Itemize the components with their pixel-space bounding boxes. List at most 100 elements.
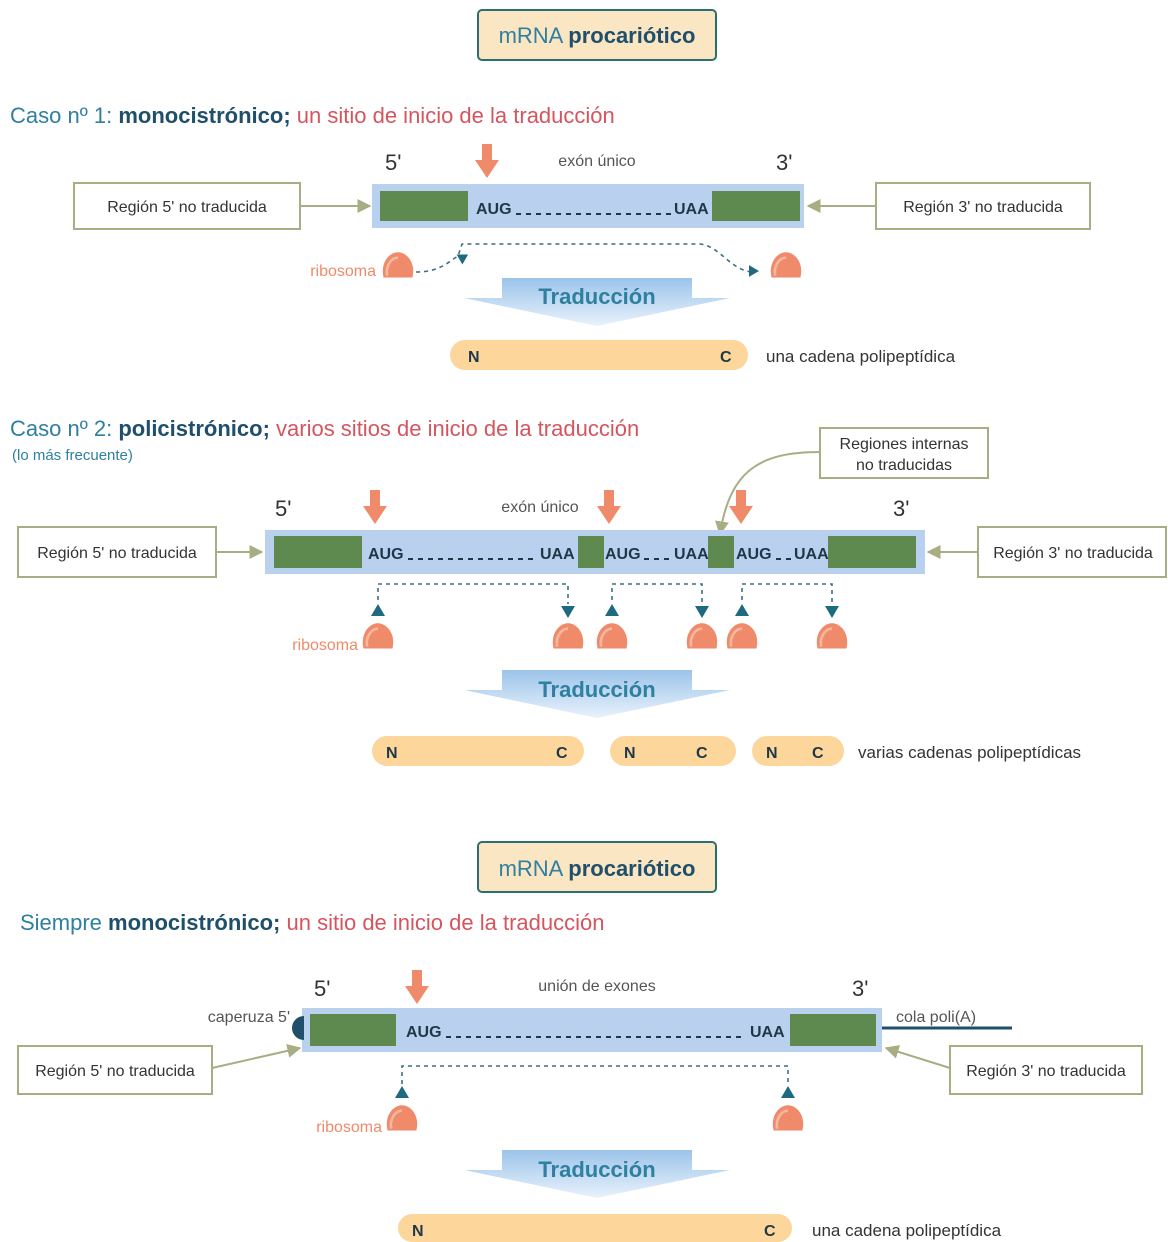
path-arrow-icon <box>561 606 575 618</box>
chain-label: una cadena polipeptídica <box>766 347 956 366</box>
title-2: mRNA procariótico <box>499 856 696 881</box>
cap-label: caperuza 5' <box>208 1009 290 1026</box>
codon-start: AUG <box>605 546 641 563</box>
codon-stop: UAA <box>540 546 575 563</box>
ribosome-icon <box>381 250 415 278</box>
ribosome-icon <box>769 250 803 278</box>
ribosome-label: ribosoma <box>316 1119 382 1136</box>
right-label-arrow <box>884 1045 951 1069</box>
internal-label-box <box>819 427 989 479</box>
polypeptide-chain <box>752 736 844 766</box>
codon-stop: UAA <box>750 1024 785 1041</box>
ribosome-icon <box>595 621 629 650</box>
polypeptide-chain <box>610 736 736 766</box>
section-1: mRNA procariótico Caso nº 1: monocistrón… <box>10 9 1091 370</box>
exon-label: exón único <box>558 153 635 170</box>
chain-n-terminus: N <box>468 349 480 366</box>
polypeptide-chain <box>450 340 748 370</box>
end-5-label: 5' <box>314 976 330 1001</box>
chain-c-terminus: C <box>696 745 708 762</box>
path-arrow-icon <box>749 265 759 277</box>
ribosome-path <box>741 583 833 604</box>
utr-3 <box>790 1014 876 1046</box>
utr-3 <box>828 536 916 568</box>
title-box-2 <box>477 841 717 893</box>
utr-5 <box>274 536 362 568</box>
left-label: Región 5' no traducida <box>37 545 197 562</box>
ribosome-icon <box>815 621 849 650</box>
translation-label: Traducción <box>538 677 655 702</box>
codon-stop: UAA <box>794 546 829 563</box>
chain-c-terminus: C <box>720 349 732 366</box>
left-label-box <box>17 526 217 578</box>
translation-arrow <box>464 670 730 718</box>
codon-start: AUG <box>406 1024 442 1041</box>
end-3-label: 3' <box>893 496 909 521</box>
codon-stop: UAA <box>674 546 709 563</box>
ribosome-icon <box>725 621 759 650</box>
section-2: Caso nº 2: policistrónico; varios sitios… <box>10 416 1167 766</box>
translation-arrow <box>464 278 730 326</box>
mrna-strand <box>302 1008 882 1052</box>
end-3-label: 3' <box>776 150 792 175</box>
polypeptide-chain <box>398 1214 792 1242</box>
chain-n-terminus: N <box>412 1223 424 1240</box>
left-label: Región 5' no traducida <box>35 1063 195 1080</box>
section-3: mRNA procariótico Siempre monocistrónico… <box>17 841 1143 1242</box>
ribosome-label: ribosoma <box>310 263 376 280</box>
ribosome-path <box>415 243 753 273</box>
ribosome-label: ribosoma <box>292 637 358 654</box>
path-arrow-icon <box>695 606 709 618</box>
translation-arrow <box>464 1150 730 1198</box>
ribosome-icon <box>551 621 585 650</box>
chain-label: una cadena polipeptídica <box>812 1221 1002 1240</box>
chain-c-terminus: C <box>764 1223 776 1240</box>
end-5-label: 5' <box>275 496 291 521</box>
start-arrow-icon <box>405 970 429 1004</box>
right-label: Región 3' no traducida <box>966 1063 1126 1080</box>
codon-start: AUG <box>736 546 772 563</box>
internal-label-2: no traducidas <box>856 457 952 474</box>
exon-label: unión de exones <box>538 978 655 995</box>
path-arrow-icon <box>781 1086 795 1098</box>
ribosome-icon <box>771 1103 805 1132</box>
chain-c-terminus: C <box>556 745 568 762</box>
chain-n-terminus: N <box>386 745 398 762</box>
utr-3 <box>712 191 800 221</box>
caption-1: Caso nº 1: monocistrónico; un sitio de i… <box>10 103 615 128</box>
left-label-arrow <box>211 1043 302 1069</box>
codon-start: AUG <box>476 201 512 218</box>
ribosome-icon <box>361 621 395 650</box>
polypeptide-chain <box>372 736 584 766</box>
right-label-box <box>977 526 1167 578</box>
path-arrow-icon <box>395 1086 409 1098</box>
chain-n-terminus: N <box>624 745 636 762</box>
right-label-box <box>875 182 1091 230</box>
tail-label: cola poli(A) <box>896 1009 976 1026</box>
path-arrow-icon <box>825 606 839 618</box>
path-arrow-icon <box>605 604 619 616</box>
path-arrow-icon <box>371 604 385 616</box>
ribosome-path <box>401 1065 789 1084</box>
end-5-label: 5' <box>385 150 401 175</box>
note: (lo más frecuente) <box>12 447 133 464</box>
start-arrow-icon <box>363 490 387 524</box>
utr-5 <box>310 1014 396 1046</box>
utr-5 <box>380 191 468 221</box>
chain-label: varias cadenas polipeptídicas <box>858 743 1081 762</box>
ribosome-path <box>377 583 569 604</box>
caption-3: Siempre monocistrónico; un sitio de inic… <box>20 910 604 935</box>
left-label-box <box>17 1045 213 1095</box>
utr-internal <box>578 536 604 568</box>
title-1: mRNA procariótico <box>499 23 696 48</box>
start-arrow-icon <box>729 490 753 524</box>
left-label-box <box>73 182 301 230</box>
codon-stop: UAA <box>674 201 709 218</box>
right-label: Región 3' no traducida <box>993 545 1153 562</box>
exon-label: exón único <box>501 499 578 516</box>
translation-label: Traducción <box>538 284 655 309</box>
internal-label-1: Regiones internas <box>840 436 969 453</box>
end-3-label: 3' <box>852 976 868 1001</box>
cap-icon <box>292 1016 304 1040</box>
title-box-1 <box>477 9 717 61</box>
